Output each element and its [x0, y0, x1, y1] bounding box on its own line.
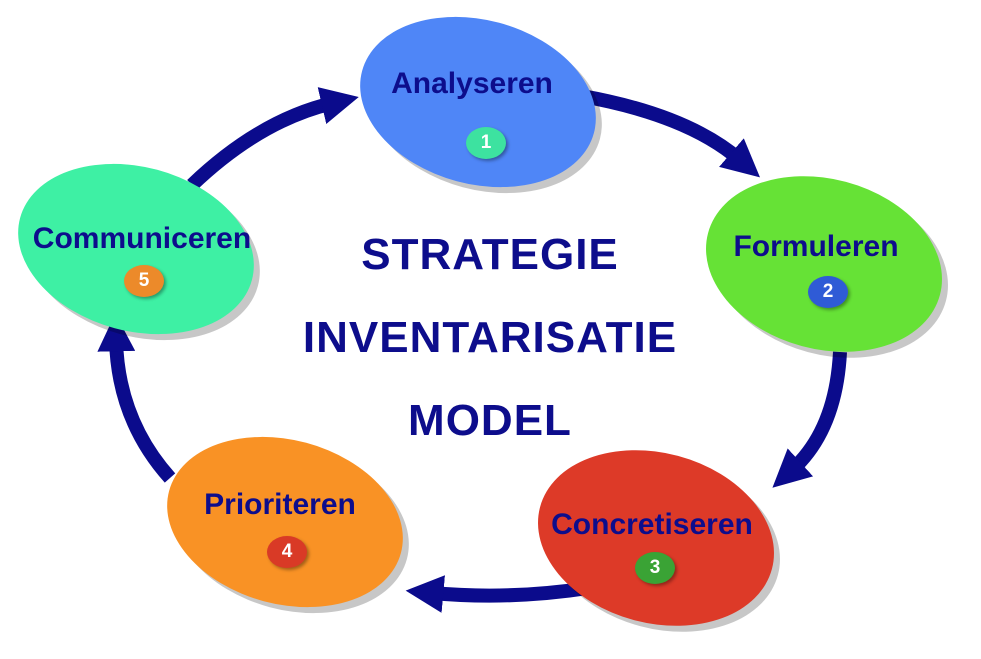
arrow-concretiseren-to-prioriteren: [405, 575, 590, 613]
step-label-formuleren: Formuleren: [733, 230, 899, 263]
arrow-prioriteren-to-communiceren: [97, 313, 176, 483]
title-line-2: INVENTARISATIE: [302, 313, 678, 362]
concretiseren-ellipse: [538, 450, 774, 626]
step-label-communiceren: Communiceren: [32, 222, 252, 255]
step-label-analyseren: Analyseren: [391, 67, 553, 100]
step-number-5: 5: [124, 265, 164, 297]
step-label-concretiseren: Concretiseren: [551, 508, 753, 541]
step-number-4: 4: [267, 536, 307, 568]
prioriteren-ellipse: [167, 436, 403, 608]
step-number-1: 1: [466, 127, 506, 159]
step-label-prioriteren: Prioriteren: [204, 488, 356, 521]
arrow-formuleren-to-concretiseren: [772, 351, 847, 488]
title-line-1: STRATEGIE: [361, 230, 619, 279]
communiceren-ellipse: [18, 163, 254, 335]
arrow-analyseren-to-formuleren: [580, 89, 761, 178]
title-line-3: MODEL: [408, 396, 572, 445]
analyseren-ellipse: [360, 16, 596, 188]
step-number-3: 3: [635, 552, 675, 584]
formuleren-ellipse: [706, 176, 942, 352]
arrow-communiceren-to-analyseren: [187, 87, 359, 191]
step-number-2: 2: [808, 276, 848, 308]
